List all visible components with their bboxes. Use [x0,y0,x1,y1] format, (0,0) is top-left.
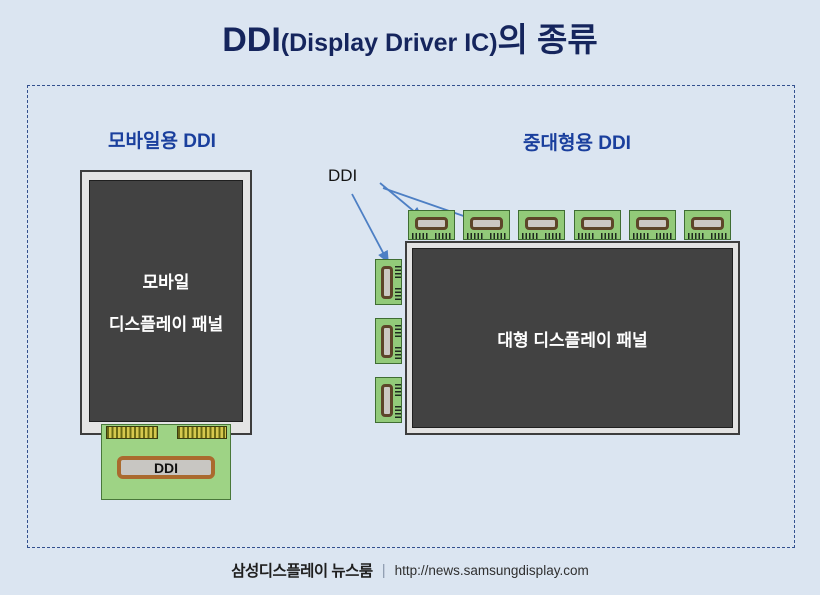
large-section-header: 중대형용 DDI [523,133,631,154]
chip-pins [395,404,401,418]
title-subtext: (Display Driver IC) [280,29,498,57]
chip-pins [578,233,594,239]
chip-pins [633,233,649,239]
connector-pins-left [106,426,158,439]
ddi-die [691,217,724,230]
top-ddi-chip [684,210,731,240]
chip-pins [522,233,538,239]
mobile-panel-screen: 모바일 디스플레이 패널 [89,180,243,422]
large-panel-label: 대형 디스플레이 패널 [497,330,648,350]
chip-pins [395,264,401,278]
ddi-die [525,217,558,230]
chip-pins [395,323,401,337]
ddi-die [415,217,448,230]
chip-pins [395,345,401,359]
chip-pins [711,233,727,239]
chip-pins [490,233,506,239]
side-ddi-chip [375,259,402,305]
chip-pins [656,233,672,239]
top-ddi-chip [463,210,510,240]
top-ddi-chip [408,210,455,240]
side-chip-column [375,259,405,429]
large-panel-screen: 대형 디스플레이 패널 [412,248,733,428]
diagram-container [27,85,795,548]
mobile-panel-label-line1: 모바일 [142,272,190,292]
chip-pins [412,233,428,239]
ddi-die [381,384,393,417]
chip-pins [395,286,401,300]
ddi-die [381,266,393,299]
chip-pins [435,233,451,239]
side-ddi-chip [375,318,402,364]
ddi-die [581,217,614,230]
top-ddi-chip [629,210,676,240]
chip-pins [467,233,483,239]
page-title: DDI(Display Driver IC)의 종류 [0,13,820,65]
top-ddi-chip [574,210,621,240]
footer-brand: 삼성디스플레이 뉴스룸 [231,563,373,580]
chip-pins [688,233,704,239]
footer-separator: | [381,561,386,579]
ddi-die [470,217,503,230]
ddi-die [381,325,393,358]
footer: 삼성디스플레이 뉴스룸 | http://news.samsungdisplay… [0,559,820,581]
ddi-pointer-label: DDI [328,166,358,185]
top-chip-row [408,210,738,244]
mobile-ddi-chip: DDI [117,456,215,479]
title-ddi: DDI [222,21,281,59]
chip-pins [395,382,401,396]
side-ddi-chip [375,377,402,423]
mobile-panel-label-line2: 디스플레이 패널 [108,314,224,334]
mobile-section-header: 모바일용 DDI [108,131,216,152]
connector-pins-right [177,426,227,439]
chip-pins [545,233,561,239]
ddi-die [636,217,669,230]
footer-url: http://news.samsungdisplay.com [394,562,589,578]
title-suffix: 의 종류 [497,21,598,58]
chip-pins [601,233,617,239]
top-ddi-chip [518,210,565,240]
mobile-ddi-board: DDI [101,424,231,500]
mobile-ddi-chip-label: DDI [153,459,179,476]
